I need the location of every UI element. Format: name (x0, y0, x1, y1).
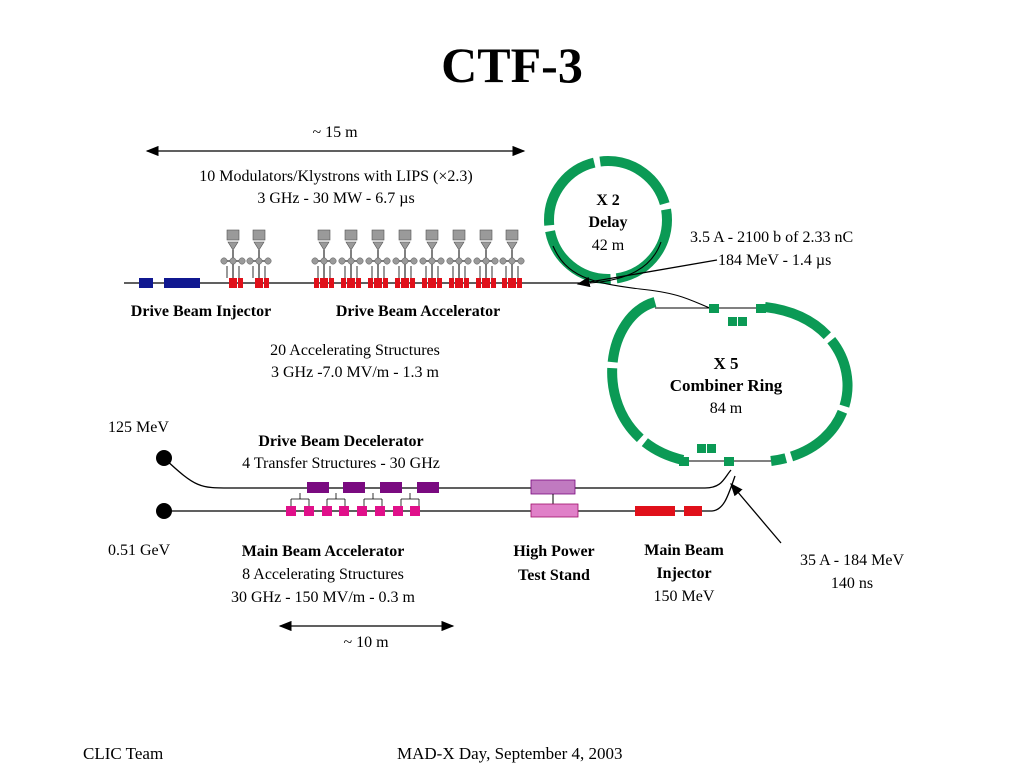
combiner-ring-label: Combiner Ring (670, 376, 783, 395)
accelerating-structure (286, 506, 296, 516)
delay-loop-factor: X 2 (596, 192, 620, 209)
transfer-structure (400, 482, 439, 506)
test-stand-label-2: Test Stand (518, 567, 590, 584)
delay-loop-label: Delay (588, 214, 627, 231)
high-power-test-stand-blocks (530, 479, 579, 518)
combiner-ring-length: 84 m (710, 400, 743, 417)
main-beam-injector-blocks (635, 506, 702, 516)
klystron-unit (338, 229, 364, 288)
accelerating-structures-label: 20 Accelerating Structures (270, 342, 440, 359)
klystron-unit (446, 229, 472, 288)
accelerating-structure (357, 506, 367, 516)
decelerator-structures (286, 482, 439, 516)
delay-beam-arrow (576, 259, 718, 288)
klystron-unit (392, 229, 418, 288)
klystron-unit (220, 229, 246, 288)
main-beam-accelerator-structures: 8 Accelerating Structures (242, 566, 404, 583)
footer-left: CLIC Team (83, 744, 164, 763)
delay-loop (544, 156, 713, 310)
drive-beam-injector-label: Drive Beam Injector (131, 303, 271, 320)
main-beam-line (164, 475, 736, 512)
drive-beam-accelerator-label: Drive Beam Accelerator (336, 303, 500, 320)
test-stand-label-1: High Power (513, 543, 594, 560)
ring-output-duration: 140 ns (831, 575, 873, 592)
ring-output-arrow (730, 483, 782, 544)
klystron-unit (365, 229, 391, 288)
main-beam-accelerator-label: Main Beam Accelerator (242, 543, 405, 560)
energy-051gev-label: 0.51 GeV (108, 542, 171, 559)
delay-beam-current: 3.5 A - 2100 b of 2.33 nC (690, 229, 853, 246)
klystron-unit (499, 229, 525, 288)
slide-title: CTF-3 (441, 37, 583, 93)
klystron-array (220, 229, 525, 288)
klystron-unit (311, 229, 337, 288)
transfer-structure (290, 482, 329, 506)
top-dimension: ~ 15 m (145, 124, 526, 157)
accelerating-structure (304, 506, 314, 516)
delay-loop-length: 42 m (592, 237, 625, 254)
energy-125mev-label: 125 MeV (108, 419, 169, 436)
transfer-structure (363, 482, 402, 506)
modulators-spec: 3 GHz - 30 MW - 6.7 µs (257, 190, 414, 207)
main-beam-injector-label-1: Main Beam (644, 542, 724, 559)
klystron-unit (246, 229, 272, 288)
main-beam-injector-energy: 150 MeV (654, 588, 715, 605)
delay-beam-energy: 184 MeV - 1.4 µs (718, 252, 831, 269)
klystron-unit (419, 229, 445, 288)
drive-beam-decelerator-spec: 4 Transfer Structures - 30 GHz (242, 455, 440, 472)
accelerating-structure (410, 506, 420, 516)
main-beam-accelerator-spec: 30 GHz - 150 MV/m - 0.3 m (231, 589, 416, 606)
combiner-ring-factor: X 5 (713, 354, 738, 373)
accelerating-structure (322, 506, 332, 516)
decelerator-beam-line (163, 457, 732, 489)
accelerating-structure (339, 506, 349, 516)
modulators-label: 10 Modulators/Klystrons with LIPS (×2.3) (199, 168, 472, 185)
combiner-ring (607, 297, 853, 466)
accelerating-structure (393, 506, 403, 516)
footer-right: MAD-X Day, September 4, 2003 (397, 744, 623, 763)
bottom-dimension: ~ 10 m (278, 620, 455, 651)
ring-output-current: 35 A - 184 MeV (800, 552, 904, 569)
drive-beam-injector-blocks (139, 278, 200, 288)
klystron-unit (473, 229, 499, 288)
transfer-structure (326, 482, 365, 506)
drive-beam-decelerator-label: Drive Beam Decelerator (258, 433, 423, 450)
accelerating-structures-spec: 3 GHz -7.0 MV/m - 1.3 m (271, 364, 440, 381)
bottom-dimension-label: ~ 10 m (343, 634, 389, 651)
main-beam-injector-label-2: Injector (656, 565, 711, 582)
accelerating-structure (375, 506, 385, 516)
top-dimension-label: ~ 15 m (312, 124, 358, 141)
